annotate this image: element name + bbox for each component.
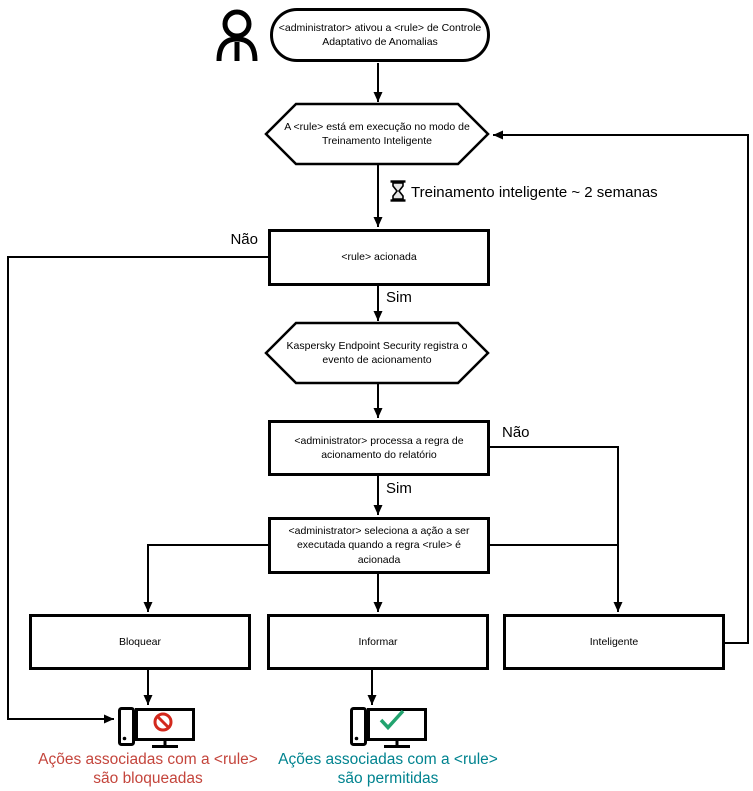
text-line: Kaspersky Endpoint Security registra o <box>286 339 468 352</box>
hexagon-registers-event <box>264 321 490 385</box>
computer-blocked-icon <box>118 707 195 748</box>
text-line: são permitidas <box>337 770 439 788</box>
text-line: <administrator> processa a regra de <box>294 434 464 447</box>
text-line: <administrator> ativou a <rule> de Contr… <box>278 21 482 34</box>
edge-select-to-block <box>143 544 268 612</box>
edge-label-sim-2: Sim <box>386 480 412 497</box>
edge-label-sim-1: Sim <box>386 289 412 306</box>
text-line: acionada <box>357 553 401 566</box>
edge-label-nao-1: Não <box>230 231 258 248</box>
text-line: acionamento do relatório <box>321 449 437 461</box>
text-line: Ações associadas com a <rule> <box>38 751 258 768</box>
check-icon <box>379 709 405 731</box>
text-line: Informar <box>358 635 398 648</box>
prohibition-icon <box>153 712 173 732</box>
text-line: A <rule> está em execução no modo de <box>284 120 470 133</box>
text-line: <rule> acionada <box>341 251 417 264</box>
edge-smart-loop-to-training <box>493 130 749 644</box>
outcome-allowed-text: Ações associadas com a <rule> são permit… <box>266 750 510 789</box>
text-line: Treinamento Inteligente <box>322 135 432 147</box>
training-duration-note: Treinamento inteligente ~ 2 semanas <box>411 184 658 201</box>
node-action-smart: Inteligente <box>503 614 725 670</box>
hexagon-training-mode <box>264 102 490 166</box>
text-line: Inteligente <box>589 635 639 648</box>
text-line: Ações associadas com a <rule> <box>278 751 498 768</box>
node-training-mode: A <rule> está em execução no modo de Tre… <box>282 106 472 162</box>
computer-allowed-icon <box>350 707 427 748</box>
node-registers-event: Kaspersky Endpoint Security registra o e… <box>282 325 472 381</box>
node-process-report: <administrator> processa a regra de acio… <box>268 420 490 476</box>
node-select-action: <administrator> seleciona a ação a ser e… <box>268 517 490 574</box>
node-start: <administrator> ativou a <rule> de Contr… <box>272 10 488 60</box>
edge-label-nao-2: Não <box>502 424 530 441</box>
start-stadium-shape <box>270 8 490 62</box>
text-line: <administrator> seleciona a ação a ser <box>288 525 470 538</box>
outcome-blocked-text: Ações associadas com a <rule> são bloque… <box>28 750 268 789</box>
edge-rule-nao-to-blocked-pc <box>7 256 268 724</box>
edge-process-nao-to-smart <box>489 446 623 612</box>
hourglass-icon <box>390 180 406 202</box>
text-line: executada quando a regra <rule> é <box>296 539 462 552</box>
text-line: Bloquear <box>118 635 162 648</box>
text-line: são bloqueadas <box>93 770 203 788</box>
text-line: evento de acionamento <box>322 354 432 366</box>
node-action-inform: Informar <box>267 614 489 670</box>
person-icon <box>216 9 258 62</box>
node-action-block: Bloquear <box>29 614 251 670</box>
text-line: Adaptativo de Anomalias <box>322 36 438 48</box>
node-rule-triggered: <rule> acionada <box>268 229 490 286</box>
